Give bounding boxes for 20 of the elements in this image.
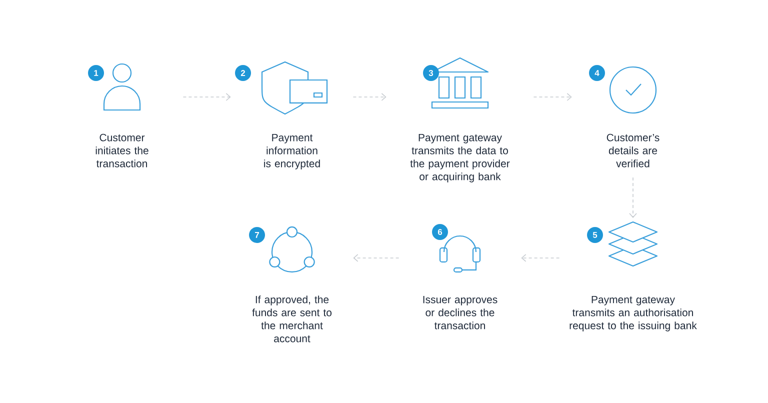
callout-number: 7 bbox=[249, 226, 265, 243]
step-label: Payment gateway transmits an authorisation request to the issuing bank bbox=[570, 296, 697, 332]
callout-number: 5 bbox=[587, 226, 603, 243]
arrow bbox=[629, 177, 637, 218]
callout-number: 6 bbox=[432, 224, 448, 240]
step-label: If approved, the funds are sent to the merchant account bbox=[252, 296, 332, 342]
arrow bbox=[182, 93, 231, 101]
step-label: Payment gateway transmits the data to the payment provider or acquiring bank bbox=[410, 134, 510, 182]
step-label: Payment information is encrypted bbox=[264, 134, 320, 170]
callout-number: 4 bbox=[589, 65, 605, 81]
callout-number: 2 bbox=[235, 65, 251, 81]
step-label: Issuer approves or declines the transaction bbox=[423, 296, 498, 330]
callout-number: 1 bbox=[88, 65, 104, 81]
callout-number: 3 bbox=[423, 65, 439, 81]
arrow bbox=[521, 254, 560, 262]
arrow bbox=[353, 254, 400, 262]
step-label: Customer initiates the transaction bbox=[96, 134, 148, 168]
step-label: Customer’s details are verified bbox=[606, 134, 660, 168]
arrow bbox=[352, 93, 386, 101]
arrow bbox=[533, 93, 572, 101]
